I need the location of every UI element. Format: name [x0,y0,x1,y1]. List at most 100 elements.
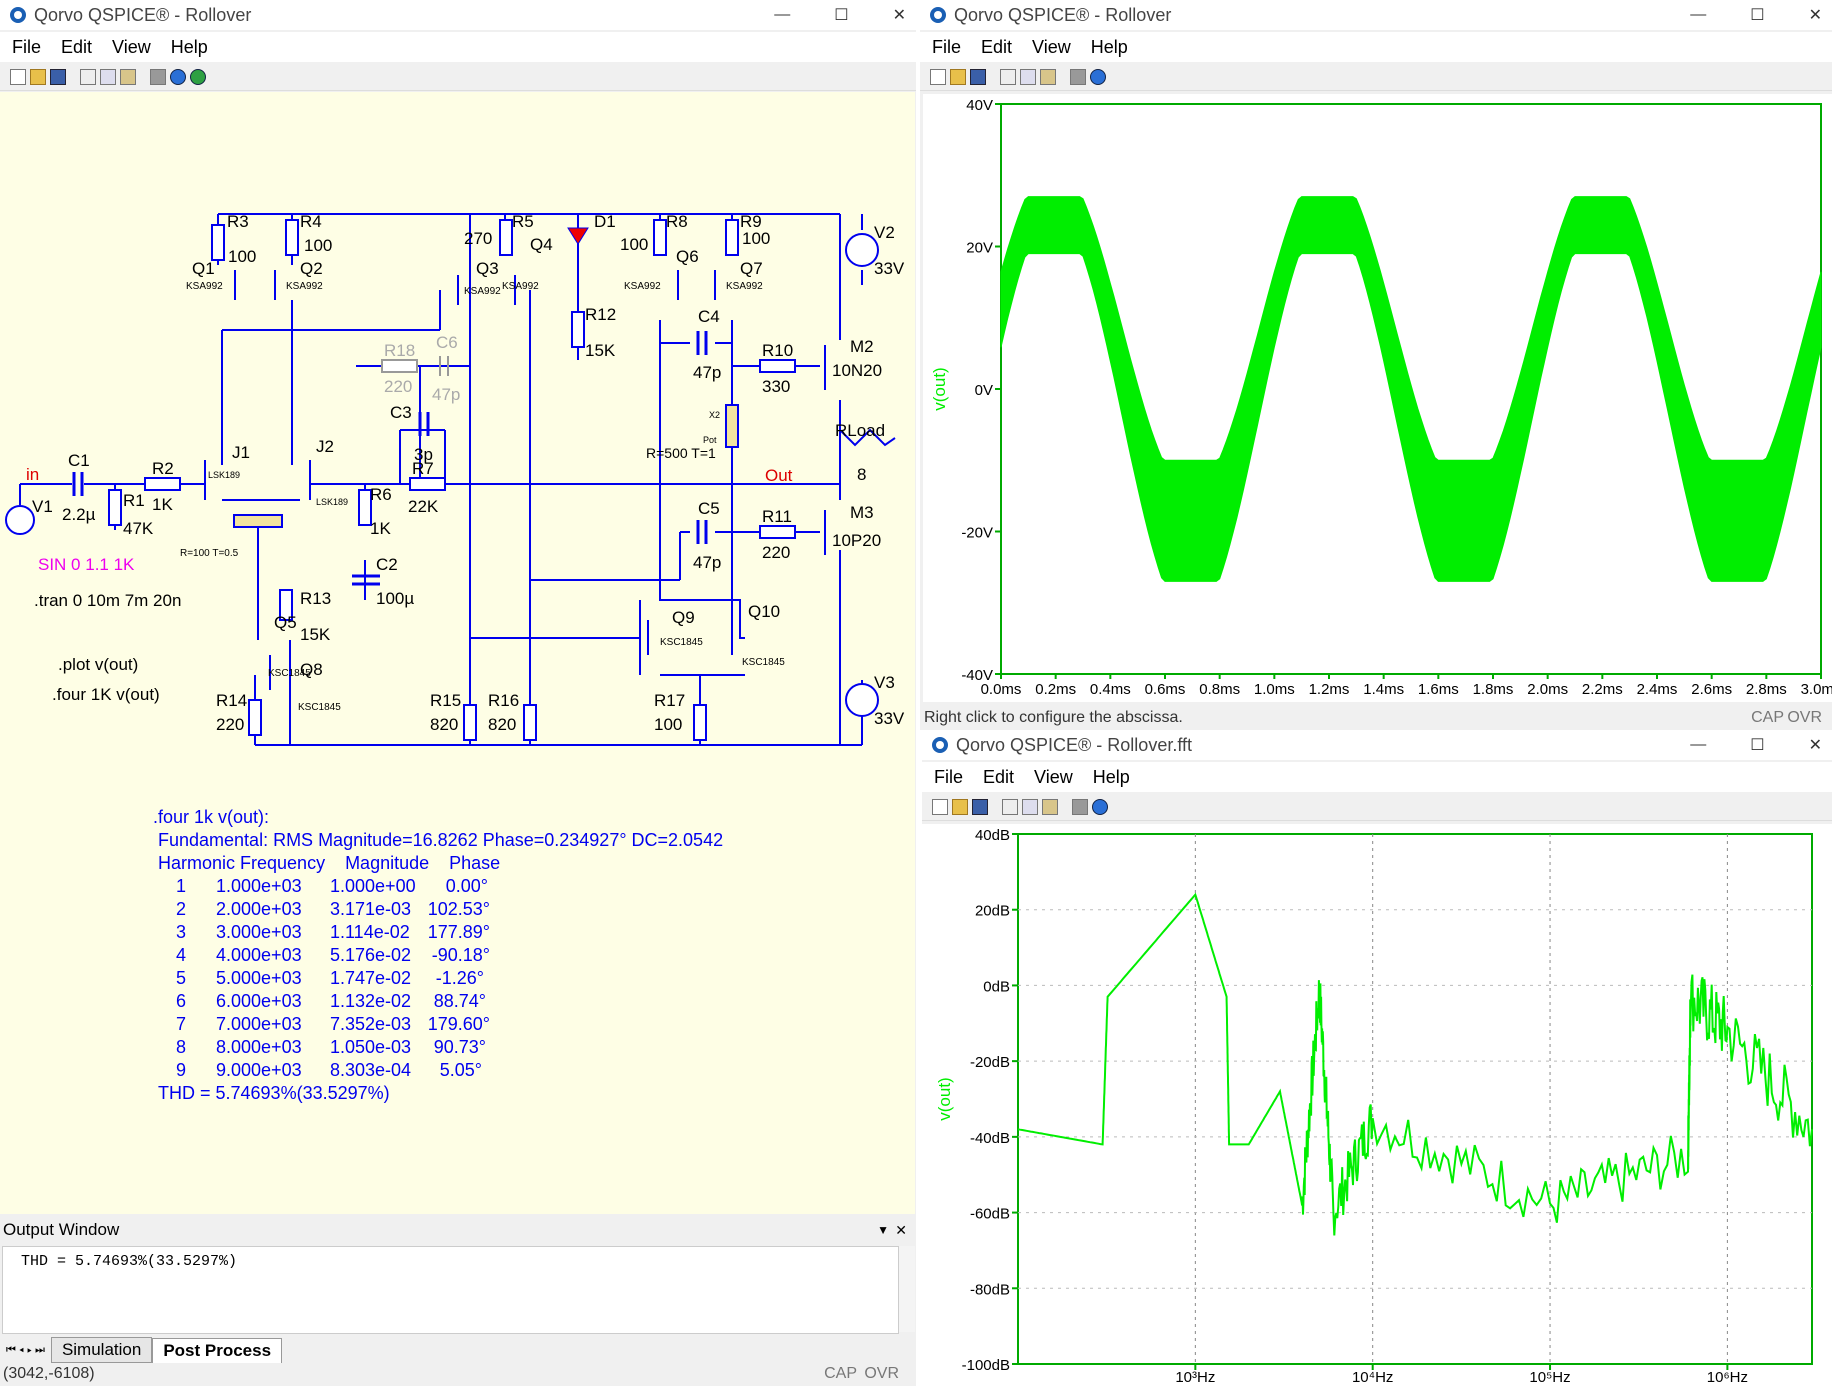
maximize-button[interactable]: ☐ [834,7,849,24]
plot-directive[interactable]: .plot v(out) [58,655,138,674]
cut-icon[interactable] [1002,799,1018,815]
maximize-button[interactable]: ☐ [1750,737,1765,754]
help-icon[interactable] [1092,799,1108,815]
dropdown-icon[interactable]: ▼ [877,1223,889,1237]
toolbar [922,794,1832,821]
close-button[interactable]: ✕ [1808,7,1822,24]
fourier-thd: THD = 5.74693%(33.5297%) [158,1083,390,1103]
cap-indicator: CAP [1751,709,1784,726]
menu-edit[interactable]: Edit [981,36,1013,57]
minimize-button[interactable]: — [774,6,791,23]
new-file-icon[interactable] [932,799,948,815]
open-folder-icon[interactable] [30,69,46,85]
tab-simulation[interactable]: Simulation [50,1337,153,1363]
y-tick-label: -20V [961,525,993,542]
print-icon[interactable] [1072,799,1088,815]
paste-icon[interactable] [120,69,136,85]
menu-bar: File Edit View Help [920,32,1832,62]
svg-text:KSA992: KSA992 [502,281,539,292]
schematic-titlebar[interactable]: Qorvo QSPICE® - Rollover — ☐ ✕ [0,0,916,30]
menu-help[interactable]: Help [170,36,208,57]
svg-text:R6: R6 [370,485,392,504]
schematic-canvas[interactable]: in Out C1 2.2µ R2 1K R1 47K V1 SIN 0 1.1… [0,92,915,1214]
save-icon[interactable] [970,69,986,85]
help-icon[interactable] [170,69,186,85]
menu-view[interactable]: View [1034,766,1073,787]
svg-text:KSA992: KSA992 [726,281,763,292]
waveform-titlebar[interactable]: Qorvo QSPICE® - Rollover — ☐ ✕ [920,0,1832,30]
print-icon[interactable] [150,69,166,85]
menu-view[interactable]: View [1032,36,1071,57]
new-file-icon[interactable] [10,69,26,85]
open-folder-icon[interactable] [952,799,968,815]
x-tick-label: 0.8ms [1199,681,1240,698]
y-tick-label: 40V [966,97,993,114]
svg-text:330: 330 [762,377,790,396]
output-text: THD = 5.74693%(33.5297%) [21,1253,238,1270]
svg-text:100: 100 [620,235,648,254]
svg-text:3.171e-03: 3.171e-03 [330,899,411,919]
svg-text:9: 9 [176,1060,186,1080]
svg-text:LSK189: LSK189 [316,497,348,507]
new-file-icon[interactable] [930,69,946,85]
fourier-columns: Harmonic Frequency Magnitude Phase [158,853,500,873]
svg-text:0.00°: 0.00° [446,876,488,896]
close-button[interactable]: ✕ [1808,737,1822,754]
paste-icon[interactable] [1042,799,1058,815]
svg-text:8.303e-04: 8.303e-04 [330,1060,411,1080]
abscissa-hint: Right click to configure the abscissa. [924,709,1183,726]
source-spec[interactable]: SIN 0 1.1 1K [38,555,135,574]
svg-text:5.176e-02: 5.176e-02 [330,945,411,965]
menu-edit[interactable]: Edit [61,36,93,57]
maximize-button[interactable]: ☐ [1750,7,1765,24]
paste-icon[interactable] [1040,69,1056,85]
tran-directive[interactable]: .tran 0 10m 7m 20n [34,591,181,610]
tab-post-process[interactable]: Post Process [152,1337,283,1363]
minimize-button[interactable]: — [1690,736,1707,753]
svg-text:3.000e+03: 3.000e+03 [216,922,302,942]
four-directive[interactable]: .four 1K v(out) [52,685,160,704]
svg-text:2.2µ: 2.2µ [62,505,96,524]
menu-help[interactable]: Help [1090,36,1128,57]
menu-file[interactable]: File [12,36,42,57]
svg-text:C5: C5 [698,499,720,518]
menu-edit[interactable]: Edit [983,766,1015,787]
tab-nav-arrows[interactable]: ⏮ ◂ ▸ ⏭ [6,1343,45,1356]
svg-text:10N20: 10N20 [832,361,882,380]
copy-icon[interactable] [1022,799,1038,815]
save-icon[interactable] [972,799,988,815]
copy-icon[interactable] [100,69,116,85]
svg-text:1: 1 [176,876,186,896]
vertical-scrollbar[interactable] [899,1246,915,1332]
svg-text:R16: R16 [488,691,519,710]
svg-text:47p: 47p [693,363,721,382]
help-icon[interactable] [1090,69,1106,85]
run-icon[interactable] [190,69,206,85]
menu-file[interactable]: File [934,766,964,787]
svg-text:KSC1845: KSC1845 [660,637,703,648]
menu-help[interactable]: Help [1092,766,1130,787]
open-folder-icon[interactable] [950,69,966,85]
fft-window: Qorvo QSPICE® - Rollover.fft — ☐ ✕ File … [922,730,1832,1386]
save-icon[interactable] [50,69,66,85]
cut-icon[interactable] [1000,69,1016,85]
fft-titlebar[interactable]: Qorvo QSPICE® - Rollover.fft — ☐ ✕ [922,730,1832,760]
cut-icon[interactable] [80,69,96,85]
svg-text:Q9: Q9 [672,608,695,627]
svg-text:KSA992: KSA992 [624,281,661,292]
menu-file[interactable]: File [932,36,962,57]
toolbar [920,64,1832,91]
close-button[interactable]: ✕ [892,7,906,24]
minimize-button[interactable]: — [1690,6,1707,23]
print-icon[interactable] [1070,69,1086,85]
menu-view[interactable]: View [112,36,151,57]
output-text-area[interactable]: THD = 5.74693%(33.5297%) [2,1246,899,1334]
copy-icon[interactable] [1020,69,1036,85]
close-output-icon[interactable]: ✕ [895,1221,907,1238]
svg-text:KSA992: KSA992 [186,281,223,292]
svg-text:1.114e-02: 1.114e-02 [330,922,410,942]
svg-text:220: 220 [384,377,412,396]
svg-text:7: 7 [176,1014,186,1034]
